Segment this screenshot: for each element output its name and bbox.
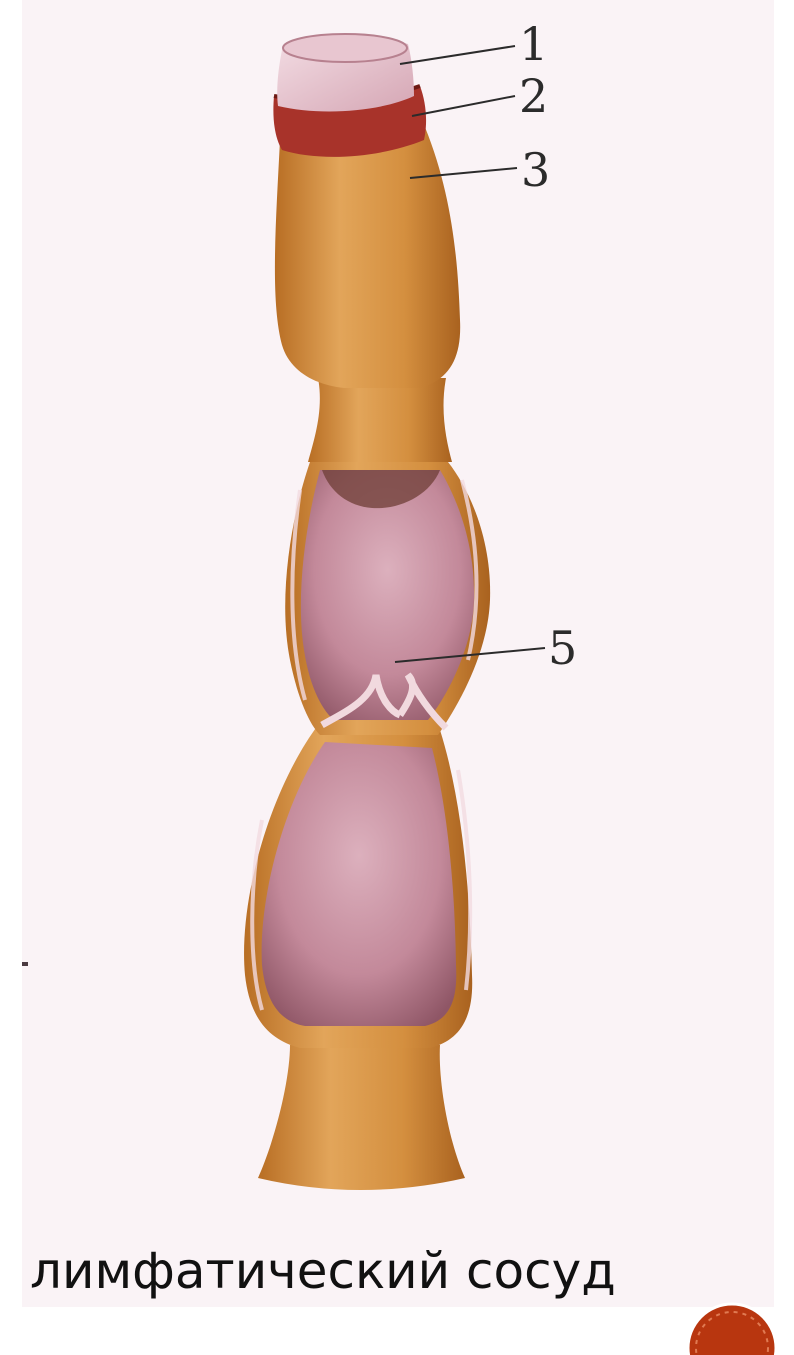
vessel-lumen-opening xyxy=(283,34,407,62)
circle-badge-icon xyxy=(684,1300,780,1355)
callout-1-line xyxy=(400,46,515,64)
vessel-upper-chamber-lining xyxy=(301,470,474,720)
callout-1-label: 1 xyxy=(519,17,548,71)
vessel-neck xyxy=(308,378,452,462)
callout-2-label: 2 xyxy=(519,69,548,123)
vessel-bottom-segment xyxy=(258,1045,465,1190)
vessel-outer-layer xyxy=(275,120,460,388)
callout-5-label: 5 xyxy=(548,621,577,675)
callout-2-line xyxy=(412,96,515,116)
caption-title: лимфатический сосуд xyxy=(30,1242,790,1300)
stray-mark xyxy=(22,962,28,966)
callout-3-label: 3 xyxy=(521,143,550,197)
